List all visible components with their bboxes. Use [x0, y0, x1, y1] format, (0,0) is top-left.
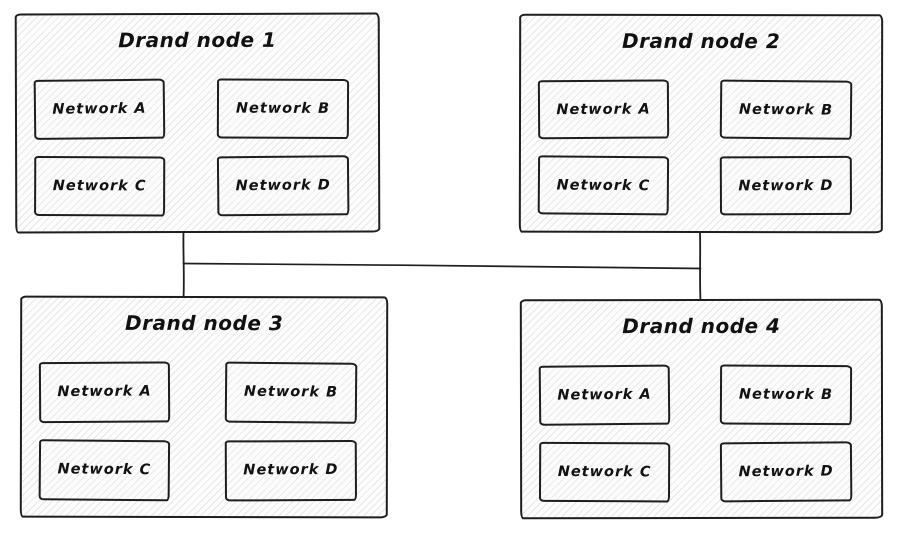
network-box: Network B	[719, 79, 853, 140]
connector-node2-node4	[699, 231, 702, 303]
network-box: Network A	[538, 364, 671, 426]
network-grid: Network A Network B Network C Network D	[537, 79, 853, 216]
connector-horizontal-bridge	[182, 262, 702, 270]
network-box: Network A	[38, 361, 171, 423]
network-box: Network D	[224, 439, 357, 501]
network-label: Network A	[556, 101, 651, 118]
node-title: Drand node 4	[622, 313, 781, 339]
node-title: Drand node 3	[125, 310, 284, 336]
network-label: Network D	[738, 462, 834, 480]
network-label: Network D	[235, 176, 331, 194]
network-box: Network B	[224, 361, 358, 424]
network-label: Network C	[57, 461, 152, 478]
network-label: Network B	[738, 386, 834, 403]
network-label: Network D	[738, 177, 834, 194]
network-label: Network A	[557, 386, 652, 404]
network-label: Network C	[52, 177, 147, 194]
network-box: Network C	[38, 438, 171, 501]
network-grid: Network A Network B Network C Network D	[538, 364, 853, 502]
node-title: Drand node 2	[622, 28, 781, 54]
network-box: Network D	[719, 155, 853, 216]
network-grid: Network A Network B Network C Network D	[38, 361, 358, 501]
node-card-drand-2: Drand node 2 Network A Network B Network…	[518, 13, 884, 234]
node-card-drand-4: Drand node 4 Network A Network B Network…	[519, 298, 884, 520]
network-box: Network A	[33, 78, 166, 140]
network-box: Network D	[216, 154, 350, 216]
network-label: Network A	[52, 100, 147, 118]
network-label: Network D	[243, 461, 339, 479]
network-label: Network C	[556, 176, 651, 194]
node-title: Drand node 1	[118, 27, 277, 53]
network-label: Network C	[557, 463, 652, 480]
node-card-drand-3: Drand node 3 Network A Network B Network…	[19, 295, 389, 519]
network-grid: Network A Network B Network C Network D	[33, 78, 350, 216]
network-box: Network C	[34, 155, 166, 216]
network-box: Network B	[216, 78, 350, 139]
network-box: Network A	[537, 79, 670, 140]
network-label: Network B	[738, 101, 834, 119]
network-box: Network D	[719, 440, 853, 502]
network-box: Network B	[719, 364, 853, 425]
network-box: Network C	[537, 155, 670, 216]
network-label: Network A	[57, 383, 152, 401]
node-card-drand-1: Drand node 1 Network A Network B Network…	[14, 12, 381, 234]
network-label: Network B	[235, 100, 331, 117]
network-label: Network B	[243, 384, 339, 401]
network-box: Network C	[538, 441, 671, 502]
